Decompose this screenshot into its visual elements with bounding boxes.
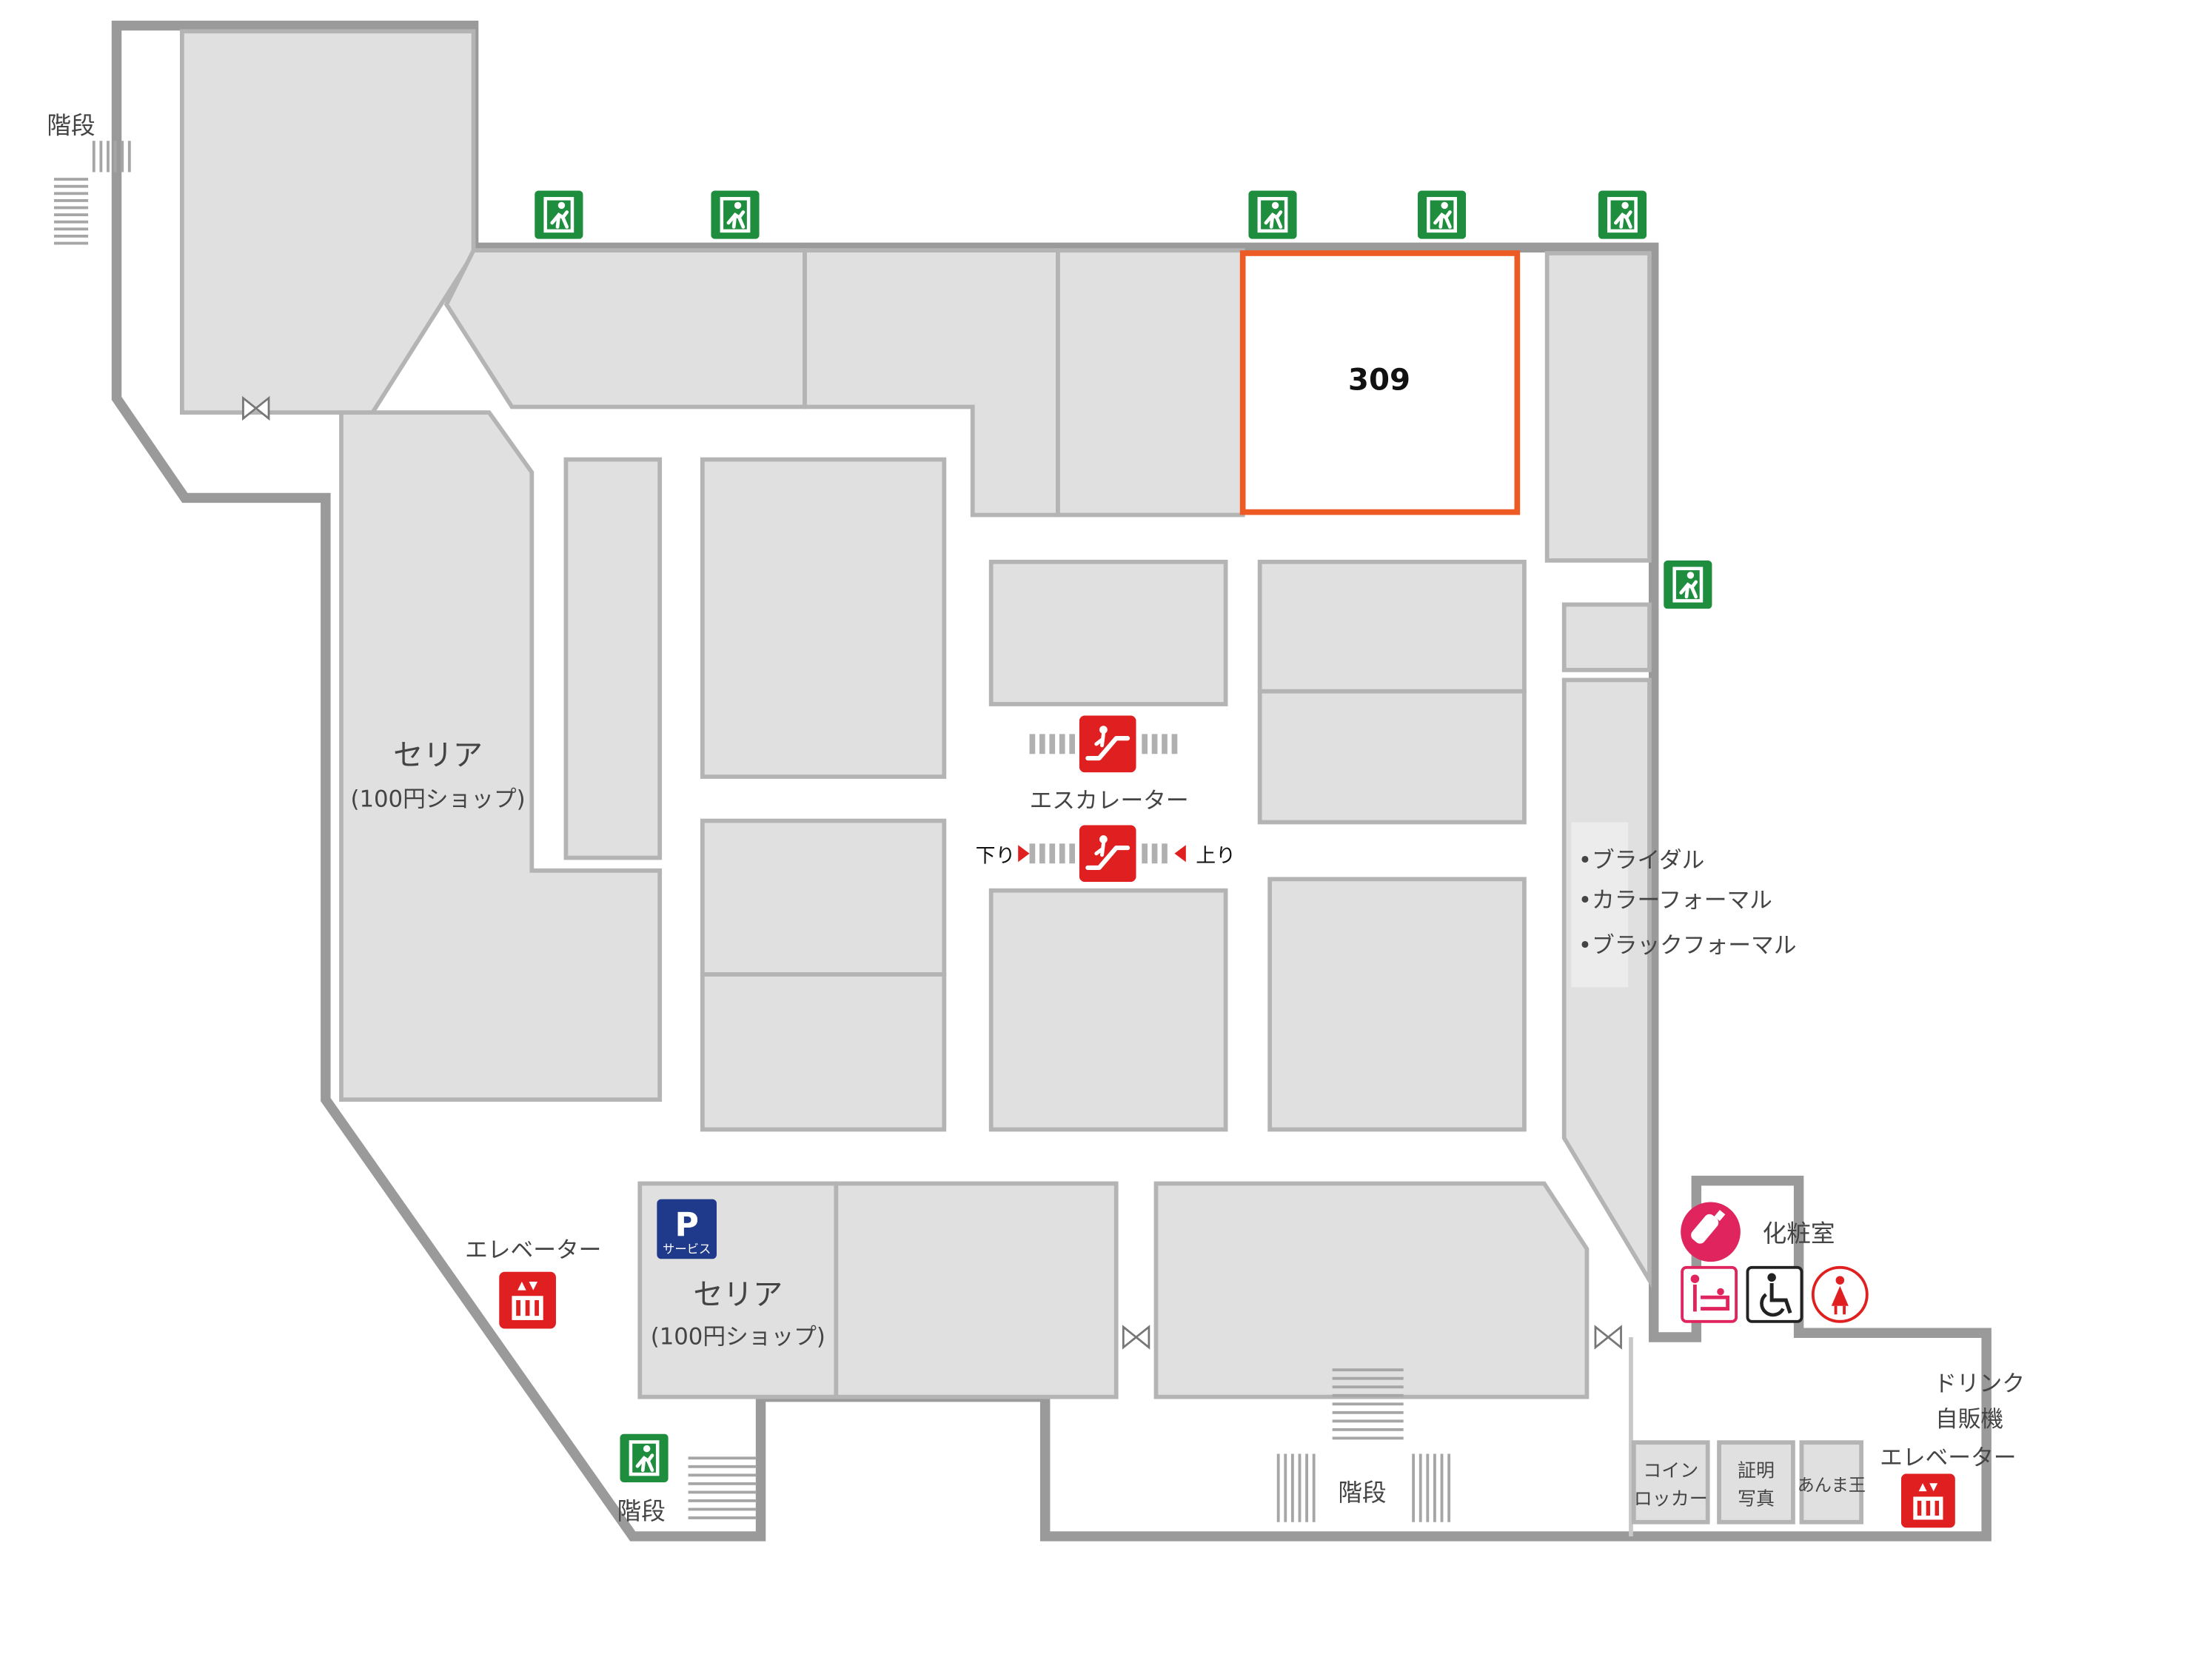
shop-top-1: [443, 248, 807, 409]
svg-text:サービス: サービス: [663, 1242, 711, 1256]
elevator-icon: [499, 1271, 556, 1329]
stairs-bottom-center-label: 階段: [1338, 1479, 1386, 1507]
emergency-exit-icon: [1418, 190, 1466, 238]
elevator-right-label: エレベーター: [1880, 1445, 2016, 1471]
emergency-exit-icon: [620, 1434, 668, 1482]
anma-label: あんま王: [1798, 1476, 1866, 1495]
parking-icon: P サービス: [657, 1199, 717, 1259]
svg-text:階段: 階段: [47, 112, 95, 140]
svg-text:P: P: [674, 1207, 698, 1245]
emergency-exit-icon: [1664, 560, 1712, 609]
emergency-exit-icon: [1248, 190, 1296, 238]
powder-room-label: 化粧室: [1763, 1219, 1835, 1248]
escalator-lower: [1018, 825, 1186, 882]
seria-lower-name: セリア: [693, 1277, 783, 1312]
shop-center-1: [700, 457, 947, 779]
shop-center-5a: [1257, 560, 1527, 694]
shop-center-2a: [700, 818, 947, 977]
womens-restroom-icon: [1811, 1265, 1869, 1323]
shop-right-small: [1561, 602, 1652, 672]
seria-upper-name: セリア: [393, 738, 483, 773]
stairs-bottom-left-label: 階段: [617, 1497, 666, 1525]
shop-top-right: [1544, 251, 1652, 563]
elevator-left-label: エレベーター: [465, 1236, 601, 1263]
unit-309-number: 309: [1348, 362, 1410, 397]
shop-blocks: [179, 29, 1864, 1525]
anma-box: [1799, 1440, 1864, 1525]
shop-center-3: [988, 560, 1228, 706]
shop-center-6: [1267, 877, 1527, 1132]
formal-item-bridal: •ブライダル: [1578, 847, 1704, 874]
seria-lower-sub: (100円ショップ): [651, 1324, 825, 1351]
shop-center-4: [988, 888, 1228, 1132]
escalator-down-label: 下り: [976, 844, 1016, 867]
escalator-up-label: 上り: [1196, 844, 1236, 867]
shop-bottom-2: [834, 1181, 1119, 1399]
elevator-icon: [1900, 1473, 1955, 1528]
door-icon: [1594, 1325, 1622, 1349]
shop-seria-lower: [637, 1181, 839, 1399]
emergency-exit-icon: [711, 190, 759, 238]
baby-changing-icon: [1681, 1265, 1738, 1323]
coin-locker-line2: ロッカー: [1634, 1488, 1708, 1510]
unit-309[interactable]: 309: [1239, 250, 1521, 515]
photo-booth-line2: 写真: [1738, 1488, 1775, 1510]
nursing-bottle-icon: [1681, 1202, 1741, 1262]
shop-center-5b: [1257, 689, 1527, 825]
shop-seria-upper: [339, 410, 663, 1102]
escalator-upper: [1029, 715, 1178, 772]
seria-upper-sub: (100円ショップ): [350, 786, 525, 812]
photo-booth-line1: 証明: [1738, 1459, 1775, 1481]
shop-top-3: [1056, 248, 1245, 518]
escalator-label: エスカレーター: [1030, 787, 1189, 814]
emergency-exit-icon: [1598, 190, 1647, 238]
stairs-top-left: [53, 141, 131, 245]
formal-panel: [1571, 822, 1629, 988]
shop-top-left: [179, 29, 476, 415]
escalator-icon: [1079, 715, 1136, 772]
photo-booth-box: [1717, 1440, 1795, 1525]
stairs-top-left-label: 階段: [47, 112, 95, 140]
shop-narrow: [563, 457, 663, 860]
wheelchair-icon: [1746, 1265, 1803, 1323]
drink-vending-line1: ドリンク: [1934, 1371, 2025, 1397]
door-icon: [1122, 1325, 1150, 1349]
shop-bottom-3: [1153, 1181, 1590, 1399]
coin-locker-box: [1631, 1440, 1710, 1525]
escalator-icon: [1079, 825, 1136, 882]
formal-item-color: •カラーフォーマル: [1578, 887, 1772, 914]
emergency-exit-icon: [535, 190, 583, 238]
formal-item-black: •ブラックフォーマル: [1578, 932, 1797, 959]
drink-vending-line2: 自販機: [1935, 1406, 2003, 1433]
stairs-bottom-center: [1276, 1368, 1451, 1522]
stairs-bottom-left: [688, 1456, 757, 1519]
coin-locker-line1: コイン: [1643, 1459, 1698, 1481]
shop-center-2b: [700, 972, 947, 1132]
